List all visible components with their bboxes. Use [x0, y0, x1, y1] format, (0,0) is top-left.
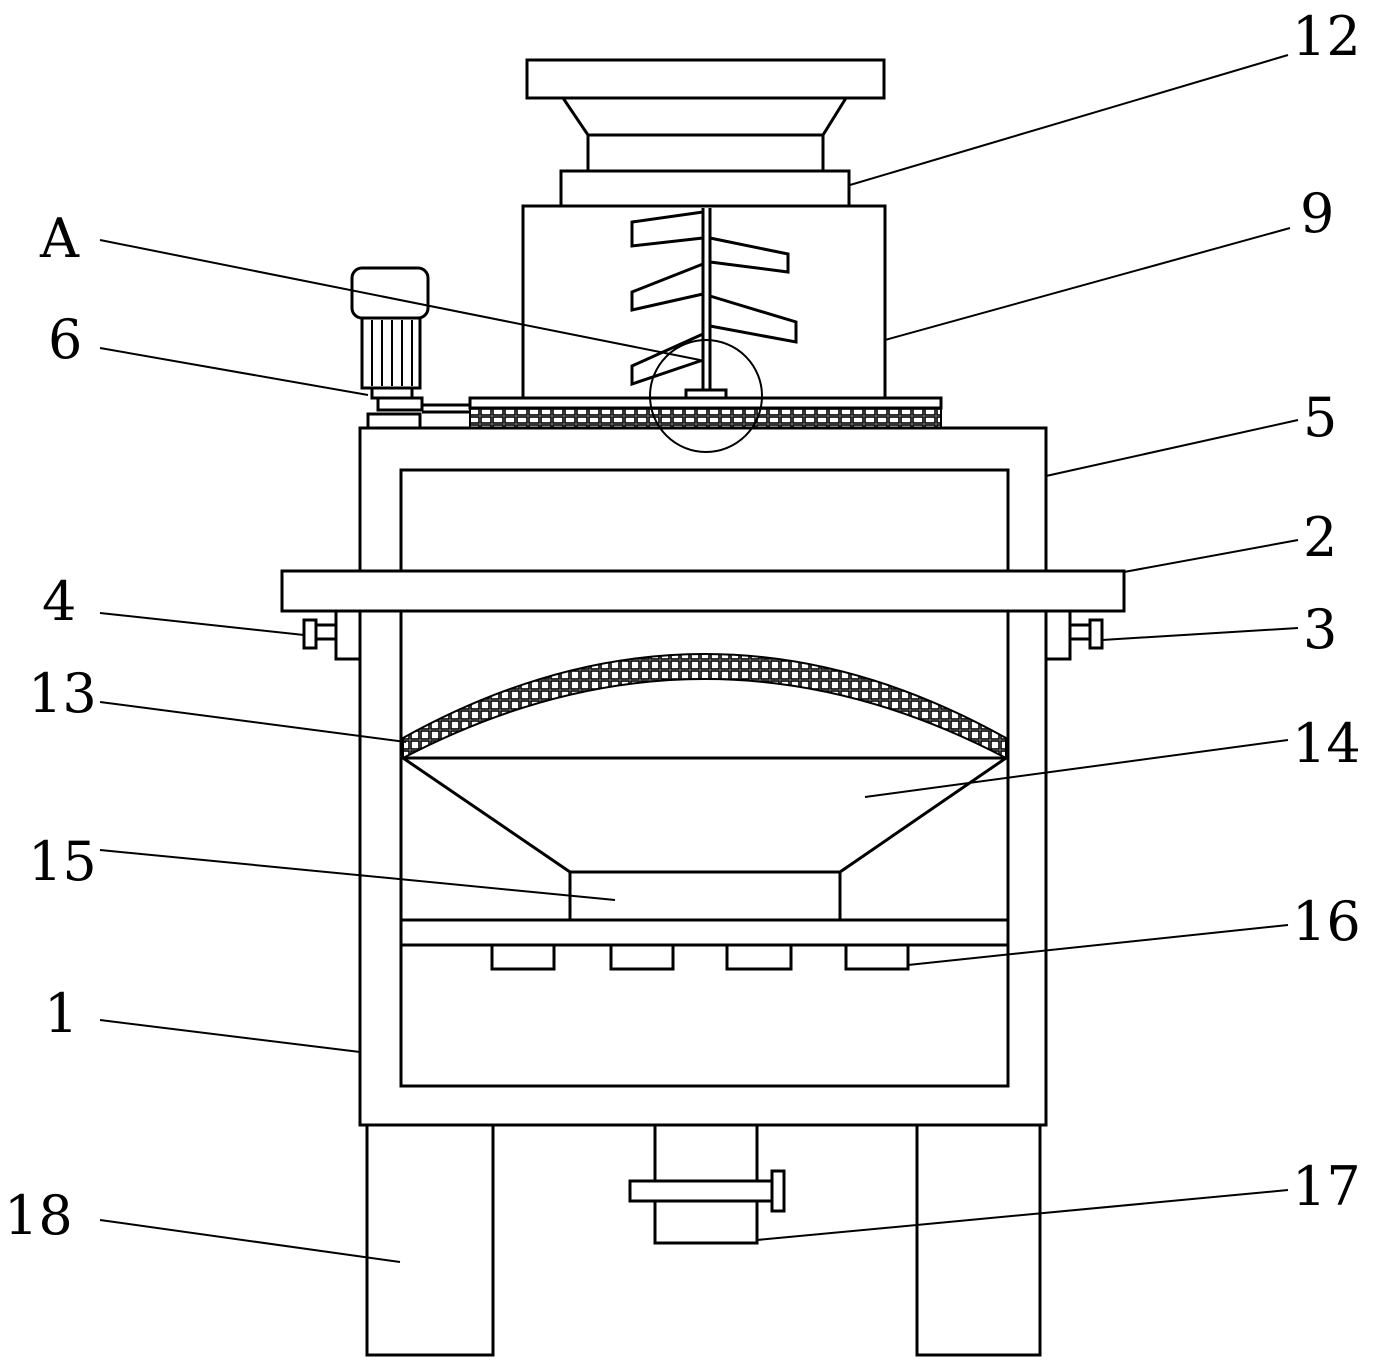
label-5: 5	[1303, 386, 1337, 449]
detail-circle-a	[649, 339, 763, 453]
label-14: 14	[1292, 712, 1361, 775]
feed-hopper	[525, 58, 886, 208]
label-15: 15	[28, 830, 97, 893]
label-a: A	[39, 207, 80, 270]
label-9: 9	[1300, 182, 1334, 245]
label-13: 13	[28, 662, 97, 725]
label-6: 6	[48, 308, 82, 371]
label-4: 4	[42, 570, 76, 633]
label-2: 2	[1303, 506, 1337, 569]
leader-lines	[99, 54, 1299, 1263]
label-16: 16	[1292, 890, 1361, 953]
discharge-tube	[568, 870, 842, 922]
left-bolt	[302, 609, 362, 661]
label-1: 1	[44, 982, 78, 1045]
label-12: 12	[1292, 5, 1361, 68]
guide-plate	[280, 569, 1126, 613]
label-18: 18	[4, 1184, 73, 1247]
arched-screen	[402, 653, 1007, 760]
outlet-valve	[628, 1123, 786, 1245]
funnel	[402, 756, 1007, 874]
right-bolt	[1044, 609, 1104, 661]
distribution-plate	[399, 918, 1010, 971]
label-17: 17	[1292, 1155, 1361, 1218]
legs	[365, 1123, 1042, 1357]
spiral-auger	[630, 208, 798, 402]
label-3: 3	[1303, 598, 1337, 661]
motor	[350, 266, 430, 430]
turntable-gear	[422, 396, 943, 429]
main-housing	[358, 426, 1048, 1127]
